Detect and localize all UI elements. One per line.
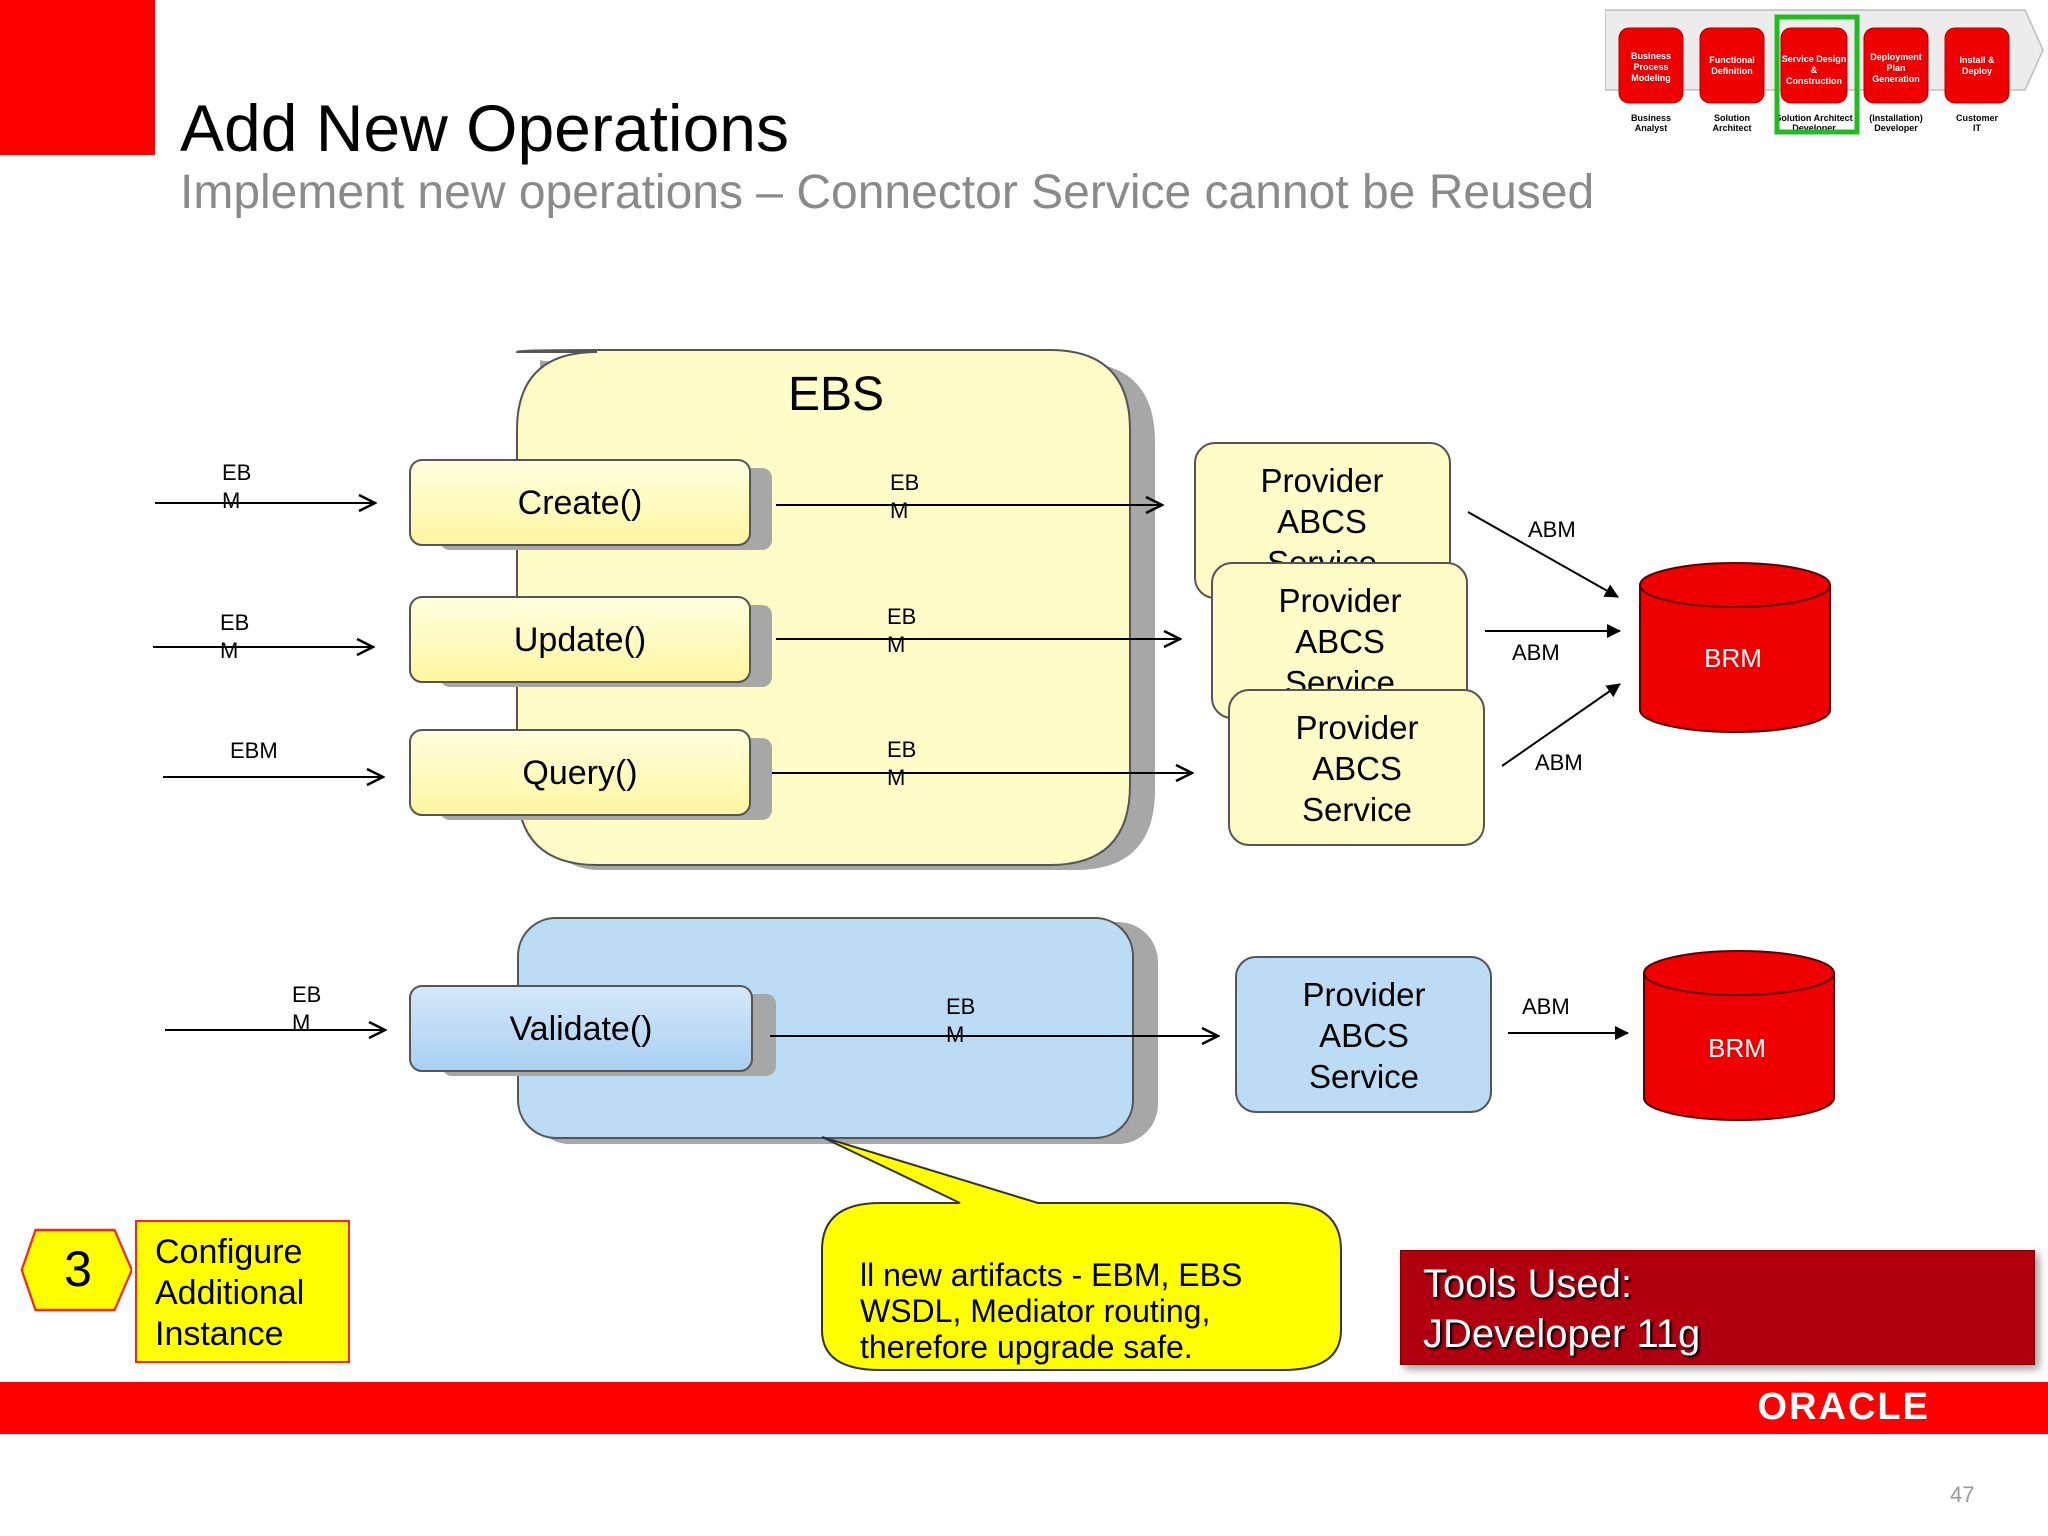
operation-create[interactable]: Create() <box>409 459 772 550</box>
step-number-badge: 3 <box>20 1228 132 1312</box>
page-title: Add New Operations <box>180 91 789 165</box>
abm-arrow-1: ABM <box>1485 624 1621 665</box>
abm-label-2: ABM <box>1535 750 1583 775</box>
operation-validate-label: Validate() <box>510 1010 653 1048</box>
corner-accent <box>0 0 155 155</box>
svg-text:Service Design&Construction: Service Design&Construction <box>1782 54 1847 86</box>
abm-label-validate: ABM <box>1522 994 1570 1019</box>
callout-bubble: ll new artifacts - EBM, EBS WSDL, Mediat… <box>821 1136 1342 1371</box>
oracle-logo: ORACLE <box>1757 1386 1930 1428</box>
footer-bar <box>0 1382 2048 1434</box>
tools-line-1: Tools Used: <box>1423 1262 1632 1306</box>
brm-database-top[interactable]: BRM <box>1639 562 1831 733</box>
ebs-title: EBS <box>788 368 884 421</box>
step-line-1: Configure <box>155 1233 303 1271</box>
inbound-label-query: EBM <box>230 738 278 763</box>
svg-text:(Installation)Developer: (Installation)Developer <box>1869 113 1923 133</box>
operation-update[interactable]: Update() <box>409 596 772 687</box>
abm-arrow-2: ABM <box>1501 683 1621 775</box>
process-highlight <box>1774 14 1860 135</box>
tools-line-2: JDeveloper 11g <box>1423 1312 1701 1356</box>
page-number: 47 <box>1950 1482 1975 1507</box>
inbound-arrow-query: EBM <box>163 738 383 777</box>
step-number: 3 <box>64 1241 92 1297</box>
operation-query-label: Query() <box>522 754 637 792</box>
abm-arrow-validate: ABM <box>1508 994 1629 1040</box>
process-step-2[interactable]: Service Design&Construction Solution Arc… <box>1774 14 1860 135</box>
callout-text: ll new artifacts - EBM, EBS WSDL, Mediat… <box>860 1257 1251 1365</box>
svg-text:Install &Deploy: Install &Deploy <box>1959 55 1995 76</box>
abm-label-1: ABM <box>1512 640 1560 665</box>
step-line-3: Instance <box>155 1315 284 1353</box>
brm-label-top: BRM <box>1704 643 1762 673</box>
operation-create-label: Create() <box>518 484 643 522</box>
brm-label-bottom: BRM <box>1708 1033 1766 1063</box>
brm-database-bottom[interactable]: BRM <box>1643 950 1835 1121</box>
operation-validate[interactable]: Validate() <box>409 985 776 1076</box>
abm-label-0: ABM <box>1528 517 1576 542</box>
page-subtitle: Implement new operations – Connector Ser… <box>180 166 1595 219</box>
step-line-2: Additional <box>155 1274 305 1312</box>
operation-update-label: Update() <box>514 621 646 659</box>
step-description: Configure Additional Instance <box>135 1220 350 1363</box>
abm-arrow-0: ABM <box>1467 511 1619 598</box>
operation-query[interactable]: Query() <box>409 729 772 820</box>
tools-used-box: Tools Used: JDeveloper 11g <box>1400 1250 2035 1365</box>
